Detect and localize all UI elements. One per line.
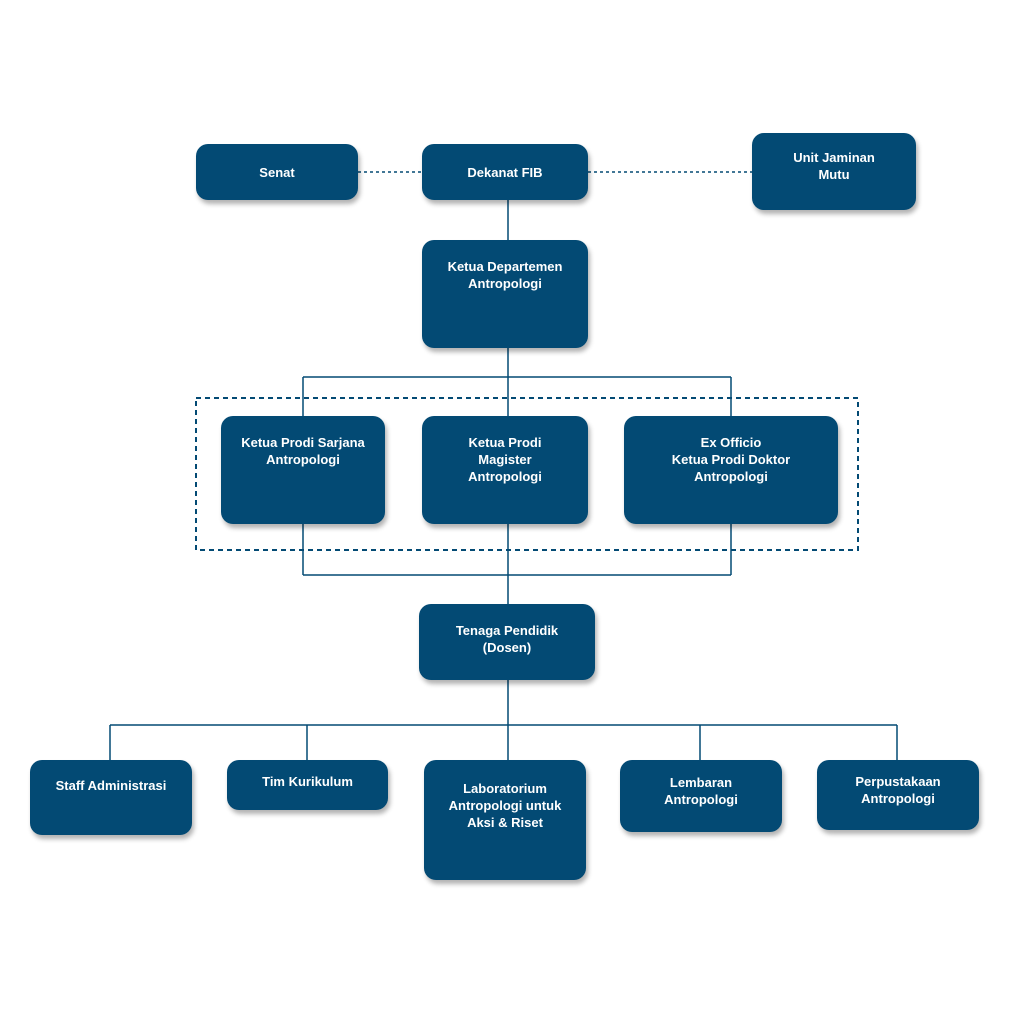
- prodi-doktor-box: Ex Officio Ketua Prodi Doktor Antropolog…: [624, 416, 838, 524]
- prodi-sarjana-box: Ketua Prodi Sarjana Antropologi: [221, 416, 385, 524]
- prodi-sarjana-label: Ketua Prodi Sarjana Antropologi: [241, 435, 365, 467]
- dekanat-box: Dekanat FIB: [422, 144, 588, 200]
- lembaran-box: Lembaran Antropologi: [620, 760, 782, 832]
- dekanat-label: Dekanat FIB: [467, 164, 543, 180]
- laboratorium-box: Laboratorium Antropologi untuk Aksi & Ri…: [424, 760, 586, 880]
- laboratorium-label: Laboratorium Antropologi untuk Aksi & Ri…: [448, 781, 562, 830]
- ketua-departemen-box: Ketua Departemen Antropologi: [422, 240, 588, 348]
- tim-kurikulum-label: Tim Kurikulum: [262, 774, 353, 789]
- prodi-magister-box: Ketua Prodi Magister Antropologi: [422, 416, 588, 524]
- perpustakaan-box: Perpustakaan Antropologi: [817, 760, 979, 830]
- prodi-group-frame: [195, 397, 859, 551]
- senat-box: Senat: [196, 144, 358, 200]
- staff-administrasi-label: Staff Administrasi: [55, 778, 167, 793]
- tim-kurikulum-box: Tim Kurikulum: [227, 760, 388, 810]
- ketua-departemen-label: Ketua Departemen Antropologi: [447, 259, 563, 291]
- unit-jaminan-mutu-label: Unit Jaminan Mutu: [793, 150, 875, 182]
- prodi-magister-label: Ketua Prodi Magister Antropologi: [468, 435, 542, 484]
- prodi-doktor-label: Ex Officio Ketua Prodi Doktor Antropolog…: [671, 435, 791, 484]
- unit-jaminan-mutu-box: Unit Jaminan Mutu: [752, 133, 916, 210]
- tenaga-pendidik-box: Tenaga Pendidik (Dosen): [419, 604, 595, 680]
- perpustakaan-label: Perpustakaan Antropologi: [855, 774, 941, 806]
- lembaran-label: Lembaran Antropologi: [664, 775, 738, 807]
- senat-label: Senat: [259, 164, 295, 180]
- tenaga-pendidik-label: Tenaga Pendidik (Dosen): [455, 623, 559, 655]
- staff-administrasi-box: Staff Administrasi: [30, 760, 192, 835]
